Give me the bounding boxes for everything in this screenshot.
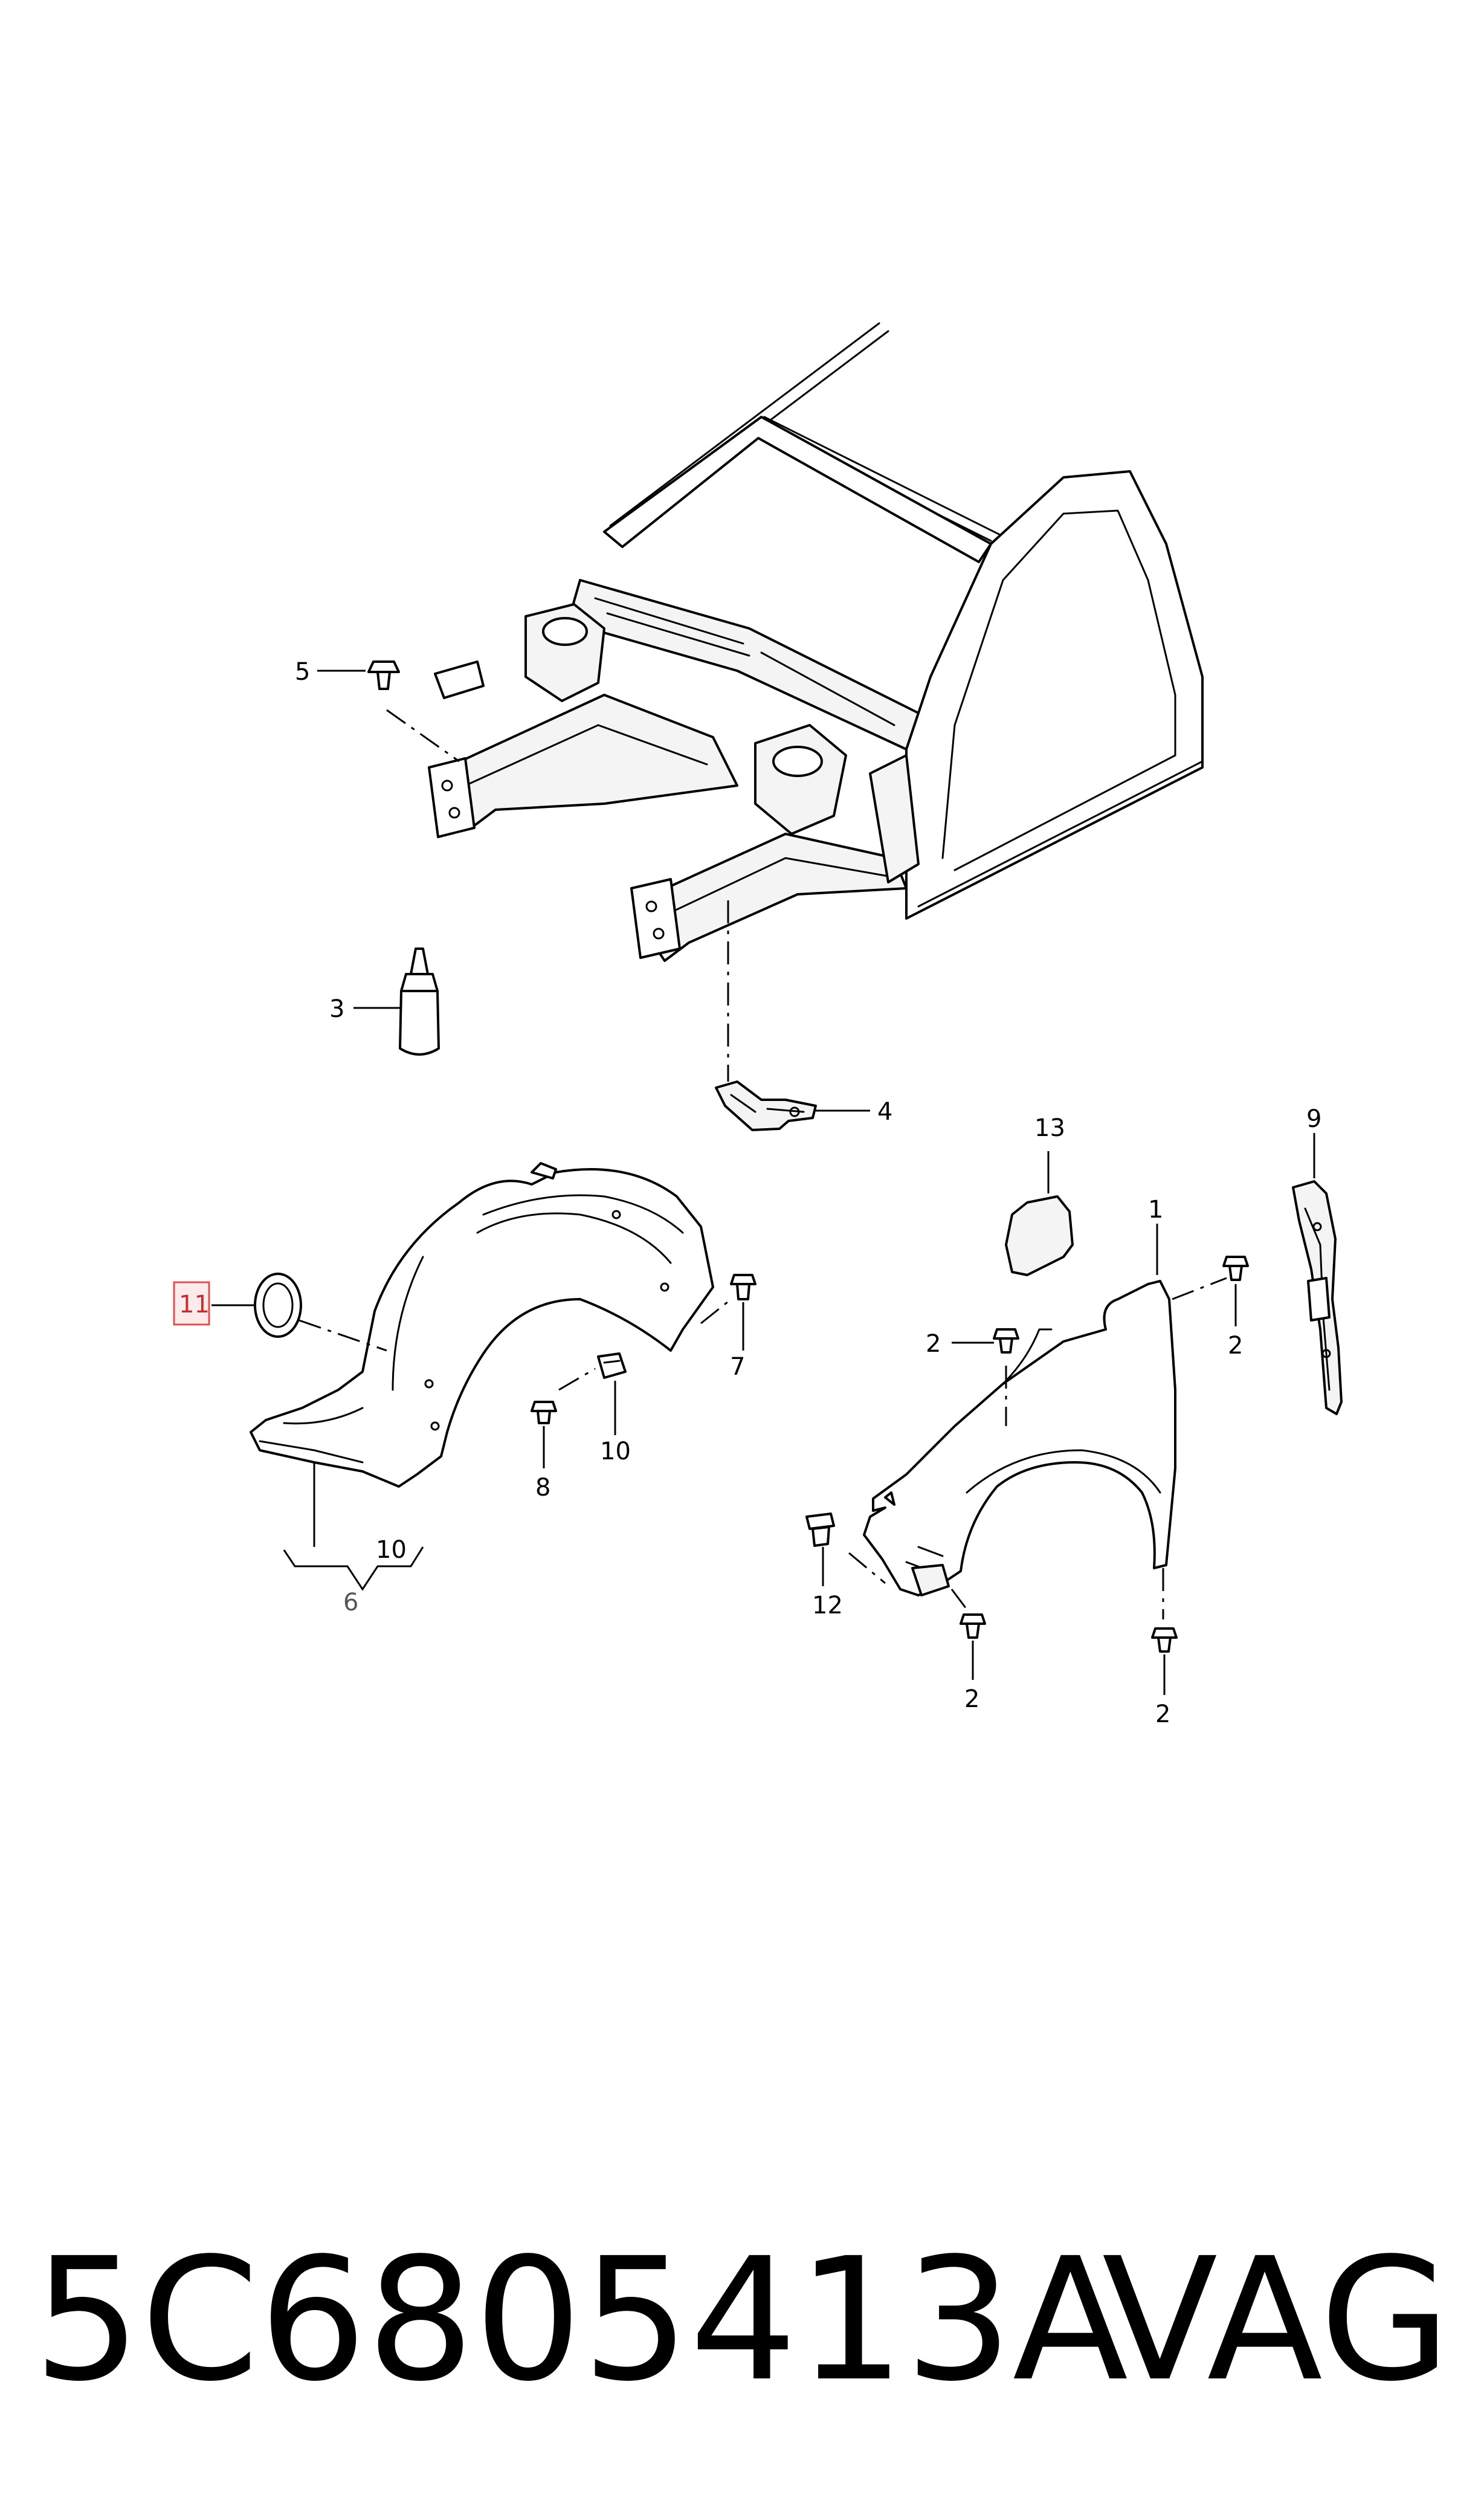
part-2-bolt-lower-middle: 2 — [960, 1613, 986, 1713]
callout-2-upper-left: 2 — [926, 1330, 941, 1358]
part-12-screw: 12 — [805, 1512, 843, 1619]
part-3-sealant-tube: 3 — [329, 947, 440, 1056]
callout-8: 8 — [535, 1474, 550, 1502]
brand-name: VAG — [1102, 2222, 1451, 2419]
part-1-front-fender: 1 — [848, 1196, 1227, 1619]
part-5-clip: 5 — [295, 658, 400, 690]
part-7-screw: 7 — [700, 1274, 757, 1381]
part-13-trim-pad: 13 — [1005, 1114, 1074, 1276]
part-10-clip-nut: 10 — [558, 1352, 631, 1465]
callout-13: 13 — [1034, 1114, 1065, 1142]
part-8-screw: 8 — [531, 1401, 557, 1502]
callout-1: 1 — [1148, 1196, 1163, 1224]
part-2-bolt-lower-right: 2 — [1151, 1627, 1178, 1728]
callout-6-group-bracket: 10 6 — [283, 1536, 424, 1616]
assembly-dash-5 — [386, 709, 460, 763]
callout-2-lower-right: 2 — [1155, 1700, 1170, 1728]
callout-6: 6 — [343, 1589, 358, 1616]
callout-2-lower-middle: 2 — [964, 1685, 979, 1713]
callout-5: 5 — [295, 658, 310, 686]
callout-11: 11 — [179, 1291, 210, 1319]
callout-10: 10 — [600, 1438, 631, 1465]
callout-11-highlight — [173, 1281, 210, 1326]
part-2-bolt-upper-right: 2 — [1222, 1256, 1249, 1360]
part-9-fender-bracket: 9 — [1292, 1105, 1343, 1415]
callout-10-group: 10 — [376, 1536, 407, 1564]
part-11-seal-ring: 11 — [173, 1273, 387, 1352]
callout-3: 3 — [329, 995, 344, 1023]
callout-12: 12 — [812, 1592, 843, 1619]
part-6-wheelhouse-liner — [250, 1162, 714, 1547]
part-number: 5C6805413A — [33, 2222, 1129, 2419]
callout-7: 7 — [730, 1353, 745, 1381]
footer-caption: 5C6805413A VAG — [33, 2230, 1451, 2411]
callout-2-upper-right: 2 — [1228, 1332, 1243, 1360]
callout-4: 4 — [877, 1098, 892, 1126]
callout-9: 9 — [1306, 1105, 1321, 1133]
part-2-bolt-upper-left: 2 — [926, 1328, 1019, 1358]
front-body-structure — [428, 322, 1204, 962]
part-4-bracket: 4 — [715, 1080, 892, 1131]
